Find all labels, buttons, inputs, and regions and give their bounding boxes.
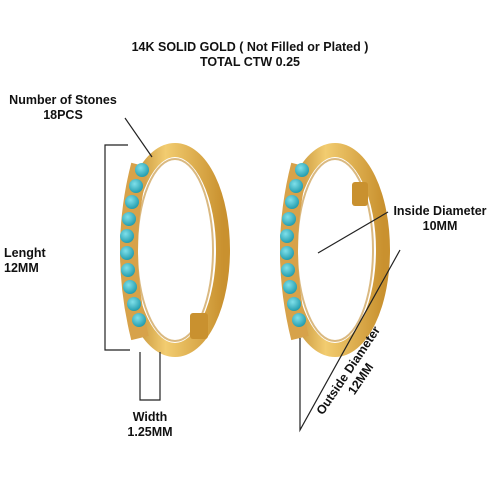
outside-diameter-bracket	[299, 249, 401, 433]
length-title: Lenght	[4, 246, 46, 260]
right-hoop-earring	[280, 143, 390, 357]
product-material-title: 14K SOLID GOLD ( Not Filled or Plated )	[131, 40, 369, 54]
left-hinge-latch	[190, 313, 208, 339]
turquoise-stone	[285, 195, 299, 209]
stones-title: Number of Stones	[9, 93, 117, 107]
stones-label: Number of Stones 18PCS	[2, 93, 124, 123]
turquoise-stone	[280, 229, 294, 243]
turquoise-stone	[289, 179, 303, 193]
turquoise-stone	[283, 280, 297, 294]
turquoise-stone	[120, 246, 134, 260]
width-bracket	[139, 352, 161, 401]
turquoise-stone	[280, 246, 294, 260]
turquoise-stone	[281, 263, 295, 277]
stones-value: 18PCS	[43, 108, 83, 122]
left-hoop-earring	[120, 143, 230, 357]
turquoise-stone	[127, 297, 141, 311]
left-turquoise-stones	[120, 163, 149, 327]
right-turquoise-stones	[280, 163, 309, 327]
inside-diameter-value: 10MM	[422, 219, 458, 233]
turquoise-stone	[292, 313, 306, 327]
inside-diameter-title: Inside Diameter	[393, 204, 487, 218]
width-value: 1.25MM	[127, 425, 173, 439]
turquoise-stone	[132, 313, 146, 327]
turquoise-stone	[125, 195, 139, 209]
length-label: Lenght 12MM	[4, 246, 56, 276]
inside-diameter-label: Inside Diameter 10MM	[385, 204, 495, 234]
inside-diameter-pointer	[317, 211, 389, 254]
width-label: Width 1.25MM	[110, 410, 190, 440]
width-title: Width	[132, 410, 168, 424]
turquoise-stone	[287, 297, 301, 311]
turquoise-stone	[129, 179, 143, 193]
length-bracket	[104, 144, 130, 351]
turquoise-stone	[295, 163, 309, 177]
total-ctw-title: TOTAL CTW 0.25	[199, 55, 300, 69]
turquoise-stone	[135, 163, 149, 177]
turquoise-stone	[122, 212, 136, 226]
stones-pointer-line	[124, 117, 153, 158]
length-value: 12MM	[4, 261, 39, 275]
turquoise-stone	[121, 263, 135, 277]
turquoise-stone	[120, 229, 134, 243]
turquoise-stone	[123, 280, 137, 294]
turquoise-stone	[282, 212, 296, 226]
right-hinge-latch	[352, 182, 368, 206]
